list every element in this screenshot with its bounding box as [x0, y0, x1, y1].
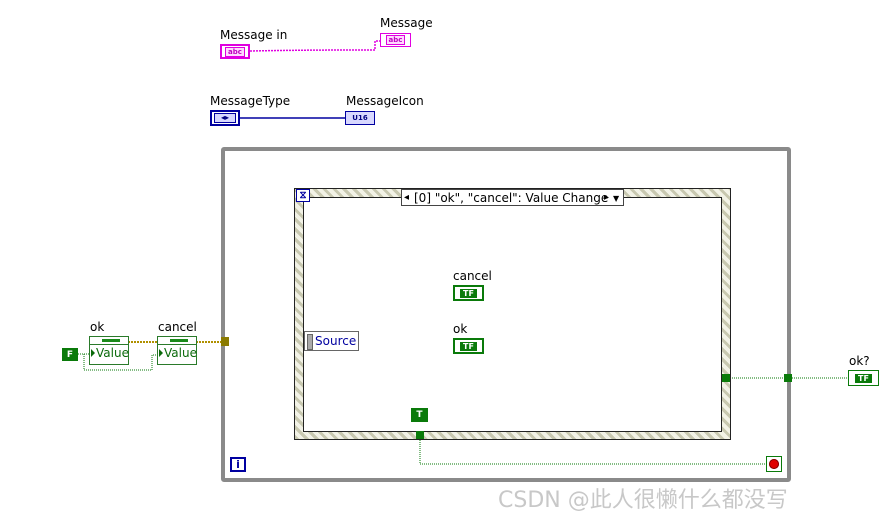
value-property[interactable]: Value [158, 345, 197, 361]
event-case-label: [0] "ok", "cancel": Value Change [414, 191, 609, 205]
case-dropdown-icon[interactable]: ▼ [613, 194, 620, 203]
event-data-handle [307, 334, 313, 350]
message-type-control[interactable]: ◂▸ [210, 110, 240, 126]
message-type-label: MessageType [210, 94, 291, 108]
false-constant[interactable]: F [62, 348, 78, 361]
cancel-terminal-label: cancel [453, 269, 492, 283]
event-structure-inner [303, 197, 722, 432]
message-label: Message [380, 16, 433, 30]
cancel-node-label: cancel [158, 320, 197, 334]
string-type-icon: abc [225, 46, 245, 57]
prev-case-arrow[interactable]: ◂ [404, 192, 410, 203]
value-property[interactable]: Value [90, 345, 129, 361]
message-in-label: Message in [220, 28, 288, 42]
false-wire-2 [83, 354, 158, 371]
while-loop[interactable] [221, 147, 791, 482]
message-indicator[interactable]: abc [380, 33, 411, 47]
output-tunnel [784, 374, 792, 382]
property-node-header [90, 337, 128, 345]
property-node-header [158, 337, 196, 345]
event-case-selector[interactable]: ◂ [0] "ok", "cancel": Value Change ▸ ▼ [401, 189, 624, 206]
stop-icon [769, 459, 779, 469]
message-in-control[interactable]: abc [220, 44, 250, 59]
ok-property-node[interactable]: Value [89, 336, 129, 365]
input-tunnel [221, 337, 229, 346]
string-wire [249, 40, 380, 52]
boolean-type-icon: TF [460, 288, 477, 298]
ok-out-label: ok? [849, 354, 870, 368]
true-constant[interactable]: T [411, 408, 428, 422]
message-icon-indicator[interactable]: U16 [345, 111, 375, 125]
boolean-type-icon: TF [855, 373, 872, 383]
string-type-icon: abc [385, 35, 406, 45]
ok-terminal-label: ok [453, 322, 468, 336]
ok-node-label: ok [90, 320, 105, 334]
iteration-terminal: i [230, 457, 246, 472]
event-out-tunnel [722, 374, 730, 382]
ok-terminal[interactable]: TF [453, 338, 484, 354]
event-tunnel [416, 431, 424, 439]
timeout-terminal: ⧖ [296, 189, 310, 202]
watermark: CSDN @此人很懒什么都没写 [498, 488, 788, 513]
boolean-type-icon: TF [460, 341, 477, 351]
message-icon-label: MessageIcon [346, 94, 424, 108]
cancel-terminal[interactable]: TF [453, 285, 484, 301]
source-field: Source [315, 334, 357, 348]
ok-out-indicator[interactable]: TF [848, 370, 879, 386]
cancel-property-node[interactable]: Value [157, 336, 197, 365]
enum-type-icon: ◂▸ [214, 113, 236, 123]
event-data-node[interactable]: Source [304, 331, 359, 351]
stop-terminal[interactable] [766, 456, 782, 472]
next-case-arrow[interactable]: ▸ [604, 192, 610, 203]
